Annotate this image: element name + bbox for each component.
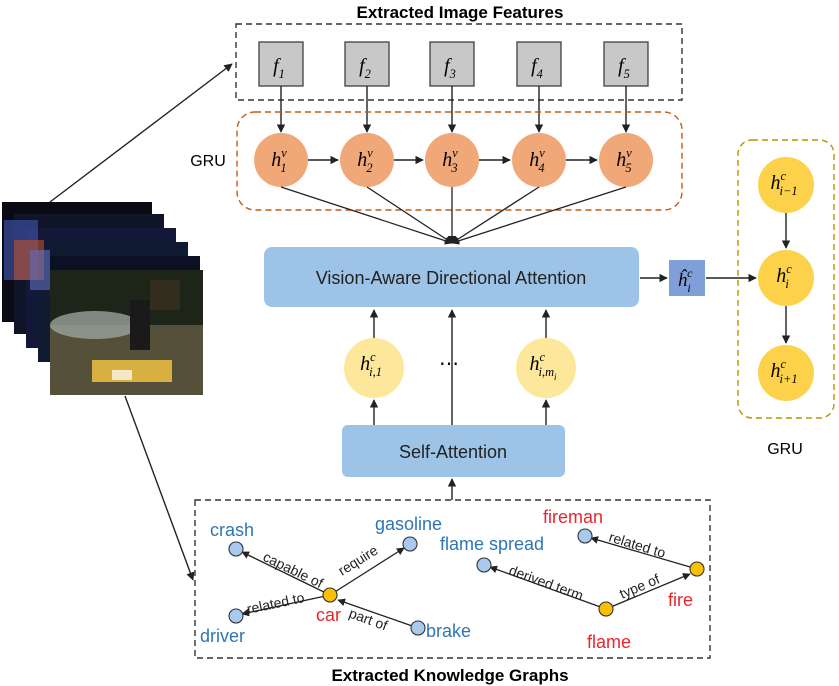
kg-node-flame-spread — [476, 557, 492, 573]
visual-state-3 — [425, 133, 479, 187]
self-attention-label: Self-Attention — [399, 442, 507, 462]
arrow-state-to-attention-4 — [451, 186, 540, 244]
kg-label-crash: crash — [210, 520, 254, 540]
feature-box-4 — [516, 41, 562, 87]
knowledge-graph-box — [194, 499, 711, 659]
arrow-state-to-attention-5 — [451, 186, 627, 245]
arrow-frames-to-features — [49, 63, 233, 203]
relation-derived-term: derived term — [507, 562, 586, 604]
feature-box-2 — [344, 41, 390, 87]
visual-state-4 — [512, 133, 566, 187]
feature-box-1 — [258, 41, 304, 87]
kg-node-car — [322, 587, 338, 603]
concept-state-1 — [344, 338, 404, 398]
edge-car-gasoline — [329, 547, 405, 596]
gru-right-label: GRU — [767, 441, 803, 458]
knowledge-graph: capable of require related to part of re… — [200, 507, 705, 652]
edge-car-crash — [241, 551, 331, 596]
kg-node-brake — [410, 620, 426, 636]
feature-group: f1 f2 f3 f4 f5 — [258, 41, 649, 133]
attended-state-box — [669, 260, 705, 296]
context-state-2 — [758, 250, 814, 306]
edge-car-driver — [241, 594, 331, 617]
arrow-frames-to-kg — [124, 395, 195, 581]
kg-node-flame — [598, 601, 614, 617]
visual-state-1 — [254, 133, 308, 187]
ellipsis: ⋯ — [439, 353, 459, 375]
feature-label-1: f1 — [273, 55, 285, 81]
kg-label-brake: brake — [426, 621, 471, 641]
relation-require: require — [335, 542, 381, 579]
relation-related-to-driver: related to — [245, 589, 306, 617]
gru-visual-box — [236, 111, 683, 211]
relation-capable-of: capable of — [261, 548, 326, 591]
gru-context-box — [737, 139, 835, 419]
edge-flame-fire — [605, 573, 691, 610]
kg-label-fireman: fireman — [543, 507, 603, 527]
edge-flame-flamespread — [489, 565, 607, 610]
feature-box-5 — [603, 41, 649, 87]
kg-label-driver: driver — [200, 626, 245, 646]
kg-node-crash — [228, 541, 244, 557]
kg-label-fire: fire — [668, 590, 693, 610]
relation-related-to-fireman: related to — [607, 529, 668, 561]
edge-brake-car — [337, 598, 419, 629]
arrow-state-to-attention-2 — [366, 186, 453, 244]
video-frames — [2, 202, 203, 395]
vision-attention-box — [264, 247, 639, 307]
kg-node-fireman — [577, 528, 593, 544]
feature-label-3: f3 — [444, 55, 456, 81]
feature-label-4: f4 — [531, 55, 543, 81]
kg-label-flame-spread: flame spread — [440, 534, 544, 554]
image-features-box — [235, 23, 683, 101]
context-state-1 — [758, 157, 814, 213]
arrow-state-to-attention-1 — [280, 186, 453, 245]
kg-label-flame: flame — [587, 632, 631, 652]
feature-label-2: f2 — [359, 55, 371, 81]
kg-label-gasoline: gasoline — [375, 514, 442, 534]
relation-part-of: part of — [347, 605, 390, 634]
kg-node-gasoline — [402, 536, 418, 552]
gru-left-label: GRU — [190, 153, 226, 170]
self-attention-box — [342, 425, 565, 477]
visual-state-2 — [340, 133, 394, 187]
knowledge-graphs-title: Extracted Knowledge Graphs — [331, 666, 568, 685]
feature-box-3 — [429, 41, 475, 87]
visual-state-5 — [599, 133, 653, 187]
kg-node-driver — [228, 608, 244, 624]
relation-type-of: type of — [617, 571, 662, 602]
feature-label-5: f5 — [618, 55, 630, 81]
kg-label-car: car — [316, 605, 341, 625]
context-state-3 — [758, 345, 814, 401]
vision-attention-label: Vision-Aware Directional Attention — [316, 268, 586, 288]
image-features-title: Extracted Image Features — [357, 3, 564, 22]
kg-node-fire — [689, 561, 705, 577]
concept-state-2 — [516, 338, 576, 398]
edge-fire-fireman — [590, 536, 698, 570]
